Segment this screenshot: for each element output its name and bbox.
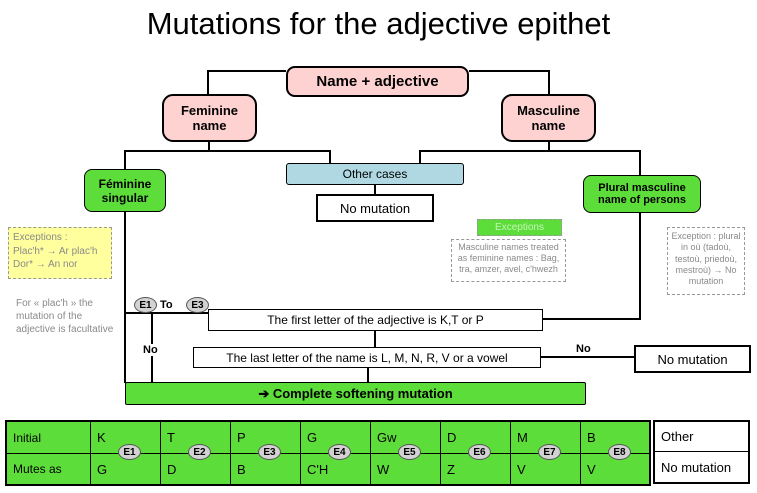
- node-masculine-name: Masculine name: [501, 94, 596, 142]
- node-no-mutation-center: No mutation: [316, 194, 434, 222]
- connector: [374, 330, 376, 348]
- condition-first-letter: The first letter of the adjective is K,T…: [208, 309, 543, 331]
- connector: [419, 150, 640, 152]
- other-table: Other No mutation: [653, 420, 750, 484]
- yellow-exceptions-line2: Dor* → An nor: [13, 259, 78, 270]
- no-label-left: No: [141, 344, 160, 356]
- masculine-as-feminine-note: Masculine names treated as feminine name…: [451, 239, 566, 282]
- table-badge-e2: E2: [188, 444, 211, 460]
- node-no-mutation-right: No mutation: [634, 345, 751, 373]
- table-badge-e4: E4: [328, 444, 351, 460]
- connector: [541, 356, 634, 358]
- table-badge-e3: E3: [258, 444, 281, 460]
- table-badge-e7: E7: [538, 444, 561, 460]
- yellow-exceptions-title: Exceptions :: [13, 232, 68, 243]
- connector: [419, 150, 421, 164]
- table-badge-e5: E5: [398, 444, 421, 460]
- exception-range-end-badge: E3: [186, 297, 209, 313]
- exception-range-to-label: To: [160, 299, 173, 311]
- exception-range-start-badge: E1: [134, 297, 157, 313]
- table-initial-col7: M: [511, 422, 581, 454]
- table-header-initial: Initial: [7, 422, 91, 454]
- table-header-mutes-as: Mutes as: [7, 454, 91, 486]
- table-badge-e1: E1: [118, 444, 141, 460]
- green-exceptions-label: Exceptions: [477, 219, 562, 236]
- connector: [469, 70, 550, 72]
- page-title: Mutations for the adjective epithet: [146, 6, 611, 41]
- plural-ou-exception-note: Exception : plural in où (tadoù, testoù,…: [667, 227, 745, 295]
- connector: [207, 70, 209, 95]
- connector: [207, 70, 286, 72]
- connector: [124, 150, 126, 170]
- connector: [124, 211, 126, 383]
- connector: [639, 150, 641, 176]
- node-name-adjective: Name + adjective: [286, 66, 469, 97]
- connector: [548, 141, 550, 151]
- connector: [329, 150, 331, 164]
- node-other-cases: Other cases: [286, 163, 464, 185]
- connector: [374, 185, 376, 195]
- other-table-value: No mutation: [655, 452, 748, 482]
- no-label-right: No: [576, 343, 591, 355]
- node-feminine-name: Feminine name: [162, 94, 257, 142]
- connector: [639, 213, 641, 320]
- yellow-exceptions-line1: Plac'h* → Ar plac'h: [13, 245, 98, 257]
- condition-last-letter: The last letter of the name is L, M, N, …: [193, 347, 541, 368]
- node-complete-softening: ➔ Complete softening mutation: [125, 382, 586, 405]
- connector: [548, 70, 550, 95]
- node-plural-masculine: Plural masculine name of persons: [583, 175, 701, 213]
- connector: [208, 141, 210, 151]
- connector: [543, 318, 640, 320]
- facultative-note: For « plac'h » the mutation of the adjec…: [16, 298, 114, 335]
- connector: [125, 312, 209, 314]
- connector: [124, 150, 330, 152]
- table-badge-e6: E6: [468, 444, 491, 460]
- yellow-exceptions-note: Exceptions : Plac'h* → Ar plac'h Dor* → …: [8, 227, 112, 279]
- table-mutes-col8: V: [581, 454, 651, 486]
- other-table-label: Other: [655, 422, 748, 452]
- connector: [367, 367, 369, 383]
- node-feminine-singular: Féminine singular: [84, 169, 166, 212]
- table-badge-e8: E8: [608, 444, 631, 460]
